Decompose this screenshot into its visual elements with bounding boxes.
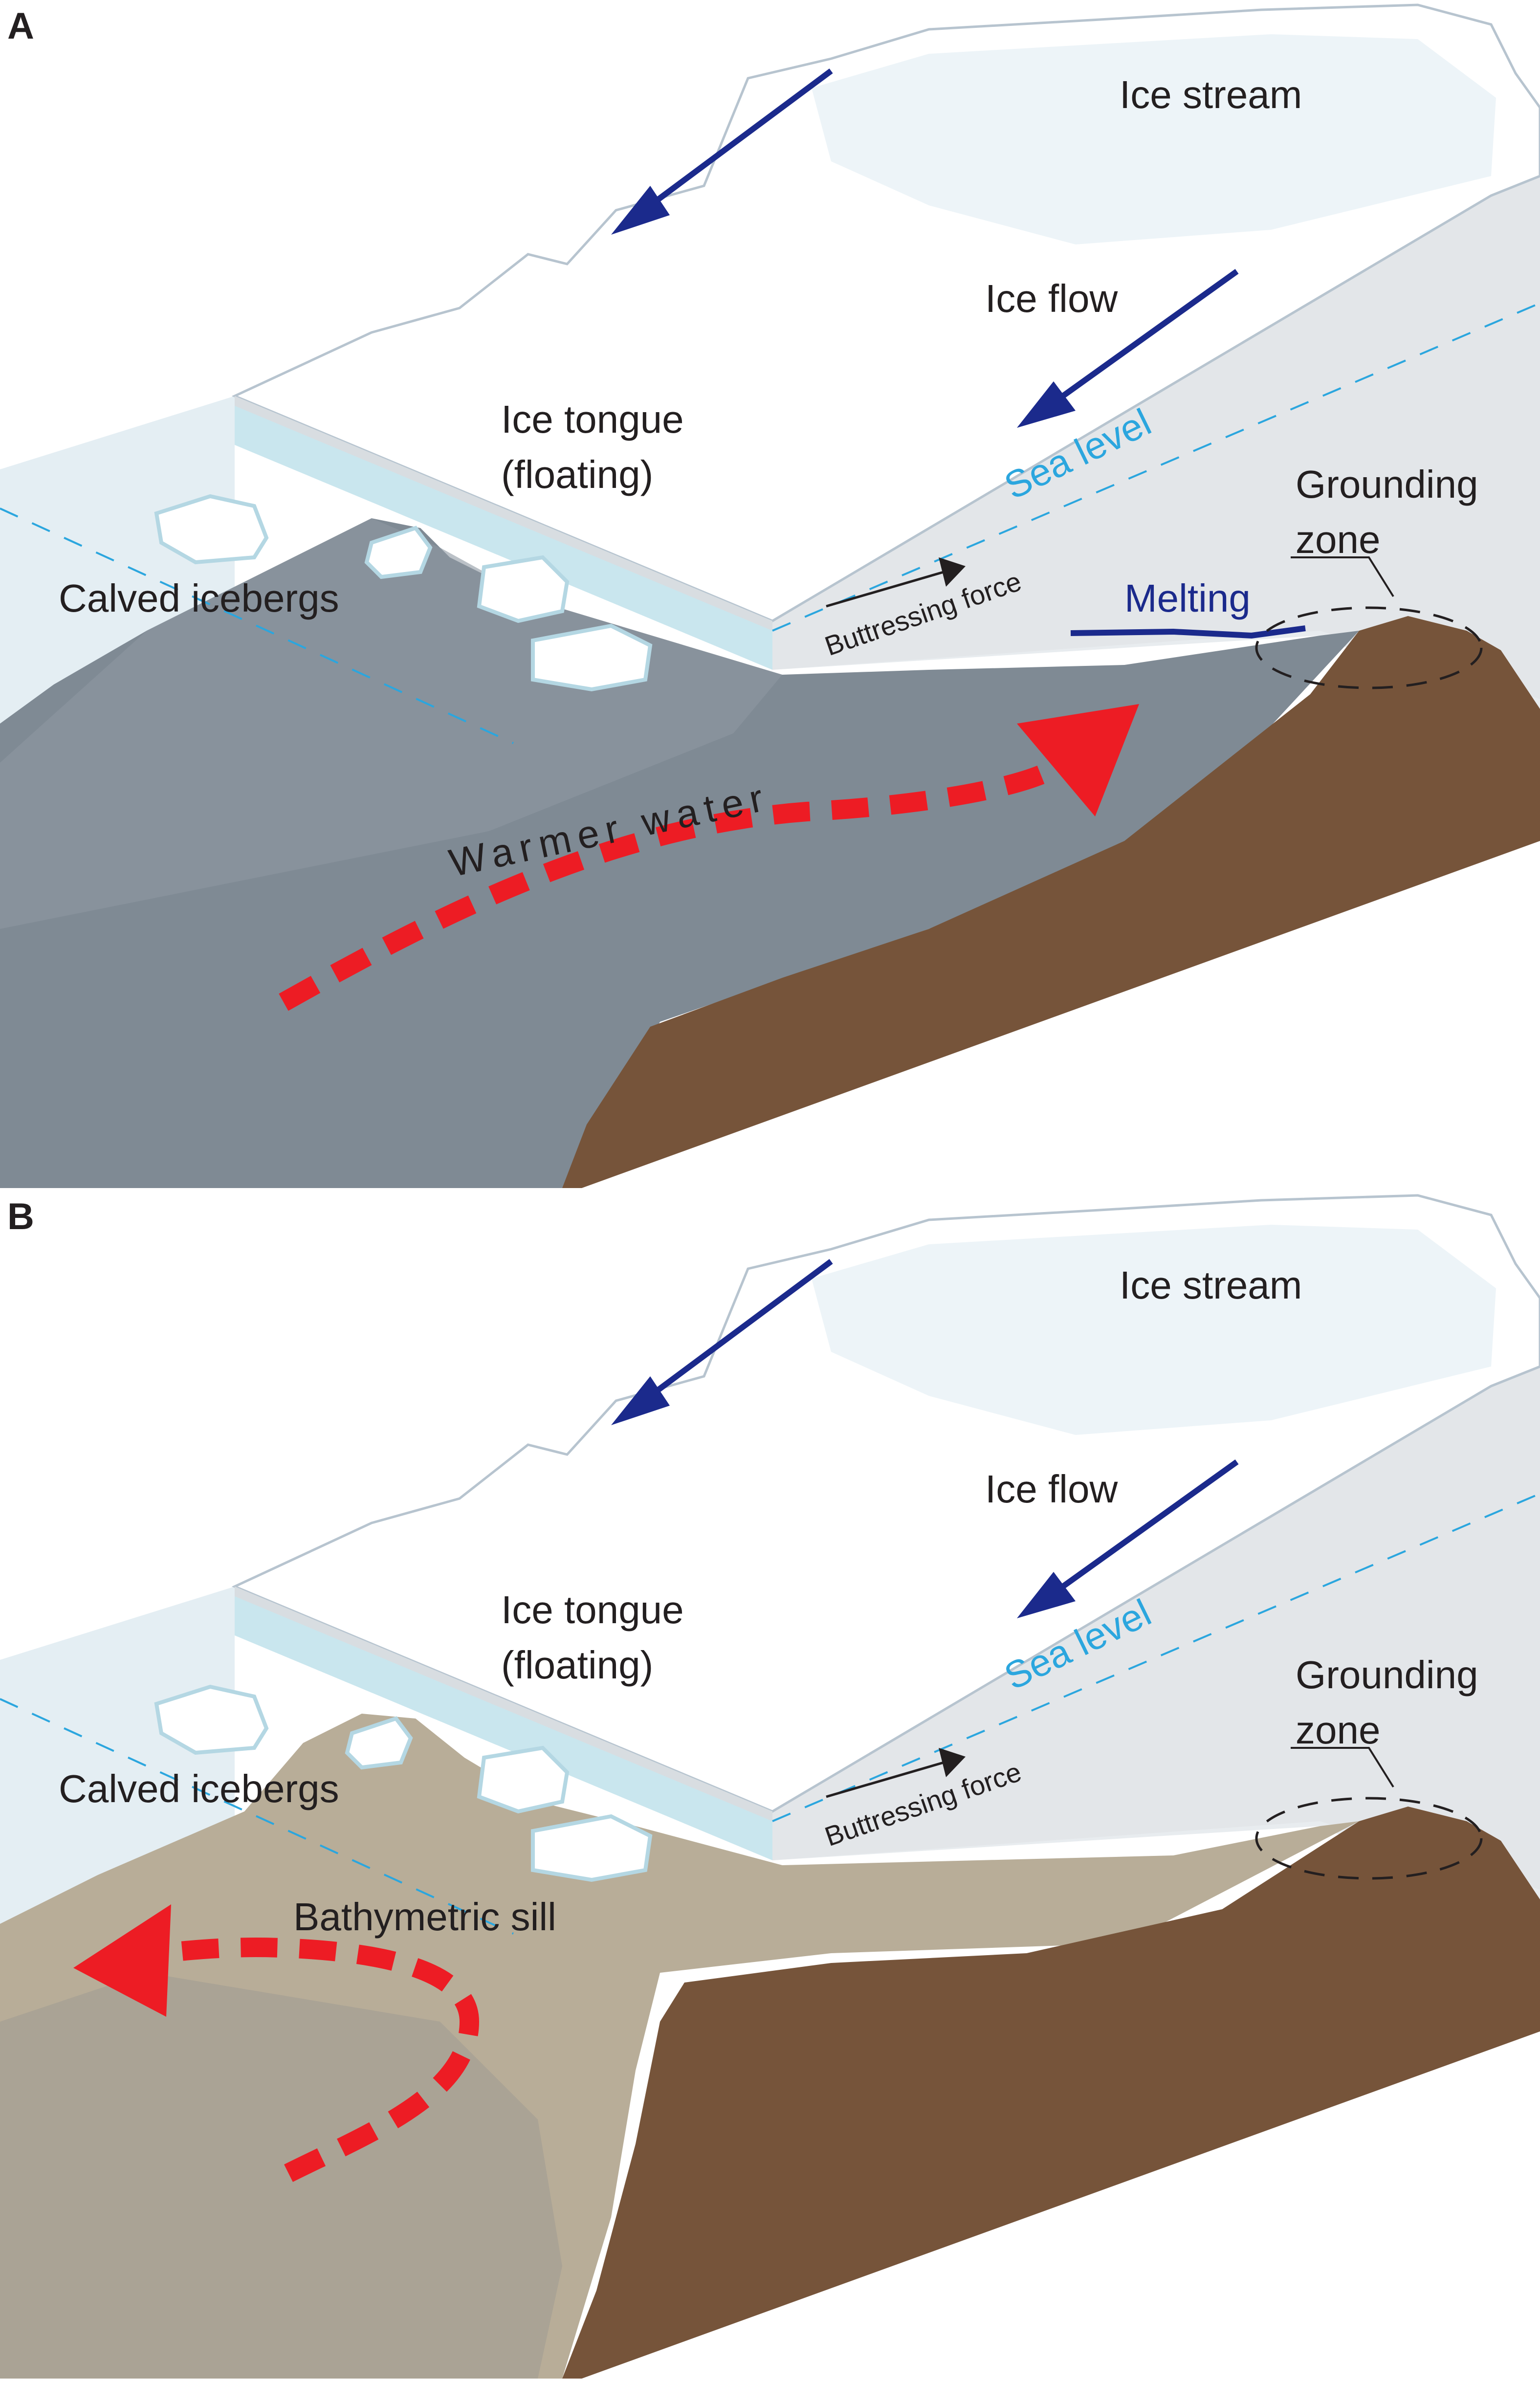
warmer-water-arrow	[279, 763, 1051, 1011]
buttressing-force-arrowhead	[939, 1748, 966, 1777]
grounding-zone-leader	[1291, 556, 1394, 597]
panel-a-diagram	[0, 3, 1540, 1188]
sea-level-line-left	[0, 1698, 514, 1935]
floating-label: (floating)	[501, 1643, 654, 1687]
ice-stream-texture	[812, 34, 1496, 244]
zone-label: zone	[1296, 518, 1381, 561]
buttressing-force-arrowhead	[939, 557, 966, 587]
seafloor-shading	[0, 1973, 562, 2379]
grounding-label: Grounding	[1296, 1653, 1478, 1697]
warmer-water-arrowhead	[1017, 704, 1139, 816]
iceberg	[531, 623, 653, 692]
bedrock	[562, 616, 1540, 1188]
ice-flow-arrow	[648, 68, 833, 208]
iceberg	[345, 1716, 413, 1770]
buttressing-force-arrow	[826, 1761, 944, 1798]
ice-side-face	[772, 176, 1540, 699]
ice-flow-arrow	[648, 1259, 833, 1398]
ice-tongue-front	[235, 1587, 772, 1860]
iceberg	[154, 1684, 269, 1755]
melting-label: Melting	[1124, 576, 1251, 620]
iceberg	[477, 1745, 570, 1814]
ice-flow-arrowhead	[1017, 1572, 1076, 1618]
panel-letter: B	[7, 1196, 34, 1237]
ice-tongue-label: Ice tongue	[501, 397, 684, 441]
buttressing-force-arrow	[826, 571, 944, 608]
panel-b-diagram	[0, 1194, 1540, 2379]
ice-flow-arrowhead	[611, 186, 670, 235]
bedrock	[562, 1807, 1540, 2379]
ice-flow-arrowhead	[611, 1376, 670, 1425]
floating-label: (floating)	[501, 453, 654, 496]
ice-flow-label: Ice flow	[985, 277, 1118, 320]
bathymetric-sill-label: Bathymetric sill	[293, 1895, 556, 1939]
panel-a: A Ice stream Ice flow Ice tongue (floati…	[0, 0, 1540, 1190]
grounding-label: Grounding	[1296, 463, 1478, 506]
ice-flow-label: Ice flow	[985, 1467, 1118, 1511]
blocked-water-arrowhead	[73, 1904, 171, 2017]
grounding-zone-ellipse	[1255, 606, 1483, 689]
ice-flow-arrow	[1054, 269, 1239, 403]
iceberg	[531, 1814, 653, 1882]
ice-tongue-label: Ice tongue	[501, 1588, 684, 1631]
iceberg	[364, 526, 433, 579]
ice-stream-label: Ice stream	[1120, 1263, 1302, 1307]
ice-tongue-front	[235, 396, 772, 670]
iceberg	[477, 555, 570, 623]
seafloor-highlight	[0, 518, 782, 929]
calved-icebergs-label: Calved icebergs	[59, 1767, 339, 1810]
ice-tongue-front-top	[235, 1587, 772, 1821]
grounding-zone-ellipse	[1255, 1797, 1483, 1880]
sea-level-line-left	[0, 507, 514, 744]
panel-b: B Ice stream Ice flow Ice tongue (floati…	[0, 1190, 1540, 2381]
ice-flow-arrowhead	[1017, 381, 1076, 428]
ice-tongue-front-top	[235, 396, 772, 631]
calved-icebergs-label: Calved icebergs	[59, 576, 339, 620]
ice-stream-label: Ice stream	[1120, 73, 1302, 116]
ice-stream-texture	[812, 1225, 1496, 1435]
panel-letter: A	[7, 5, 34, 47]
iceberg	[154, 494, 269, 565]
zone-label: zone	[1296, 1708, 1381, 1752]
grounding-zone-leader	[1291, 1747, 1394, 1788]
melting-line	[1070, 625, 1306, 639]
ice-flow-arrow	[1054, 1459, 1239, 1594]
ice-side-face	[772, 1367, 1540, 1890]
blocked-water-arrow	[160, 1938, 480, 2182]
